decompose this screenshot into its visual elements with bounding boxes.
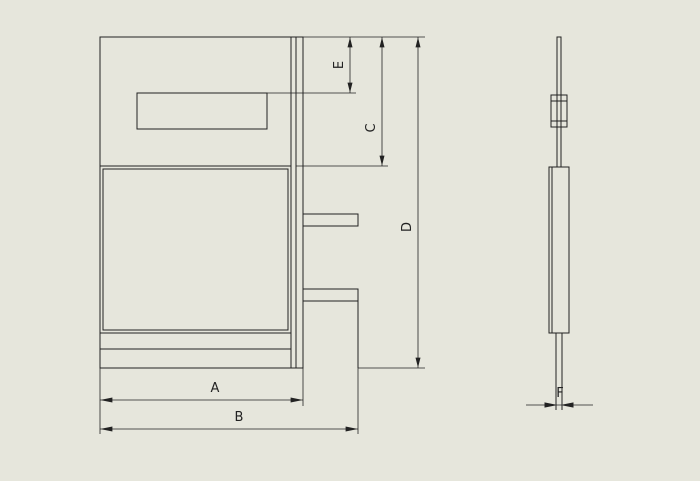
dimensions: E C D A B (99, 36, 425, 434)
dim-b-arrow-left (101, 426, 113, 432)
dim-d-arrow-top (415, 38, 421, 48)
dim-e-arrow-top (347, 38, 353, 48)
side-clip (550, 94, 568, 128)
dim-a-arrow-left (101, 397, 113, 403)
dim-b-arrow-right (345, 426, 357, 432)
front-tab-upper (302, 213, 359, 227)
dim-c-arrow-top (379, 38, 385, 48)
dim-d-arrow-bottom (415, 357, 421, 367)
dim-c-arrow-bottom (379, 155, 385, 165)
dim-c-label: C (364, 123, 379, 132)
dim-b-label: B (235, 410, 244, 425)
dim-f-arrow-left (544, 402, 556, 408)
front-main-panel-outer (99, 165, 292, 334)
side-top-tab (556, 36, 562, 168)
front-main-panel-inner (102, 168, 289, 331)
dim-f-label: F (556, 386, 563, 401)
dim-a-label: A (211, 381, 220, 396)
dim-e-label: E (332, 61, 347, 69)
dim-e-arrow-bottom (347, 82, 353, 92)
front-view (99, 36, 359, 369)
front-view-outline (99, 36, 304, 369)
dim-d-label: D (400, 222, 415, 232)
front-tab-lower (303, 288, 359, 368)
dim-a-arrow-right (290, 397, 302, 403)
dim-f-arrow-right (562, 402, 574, 408)
front-window-slot (136, 92, 268, 130)
side-main-body (548, 166, 570, 334)
side-view: F (526, 36, 593, 410)
